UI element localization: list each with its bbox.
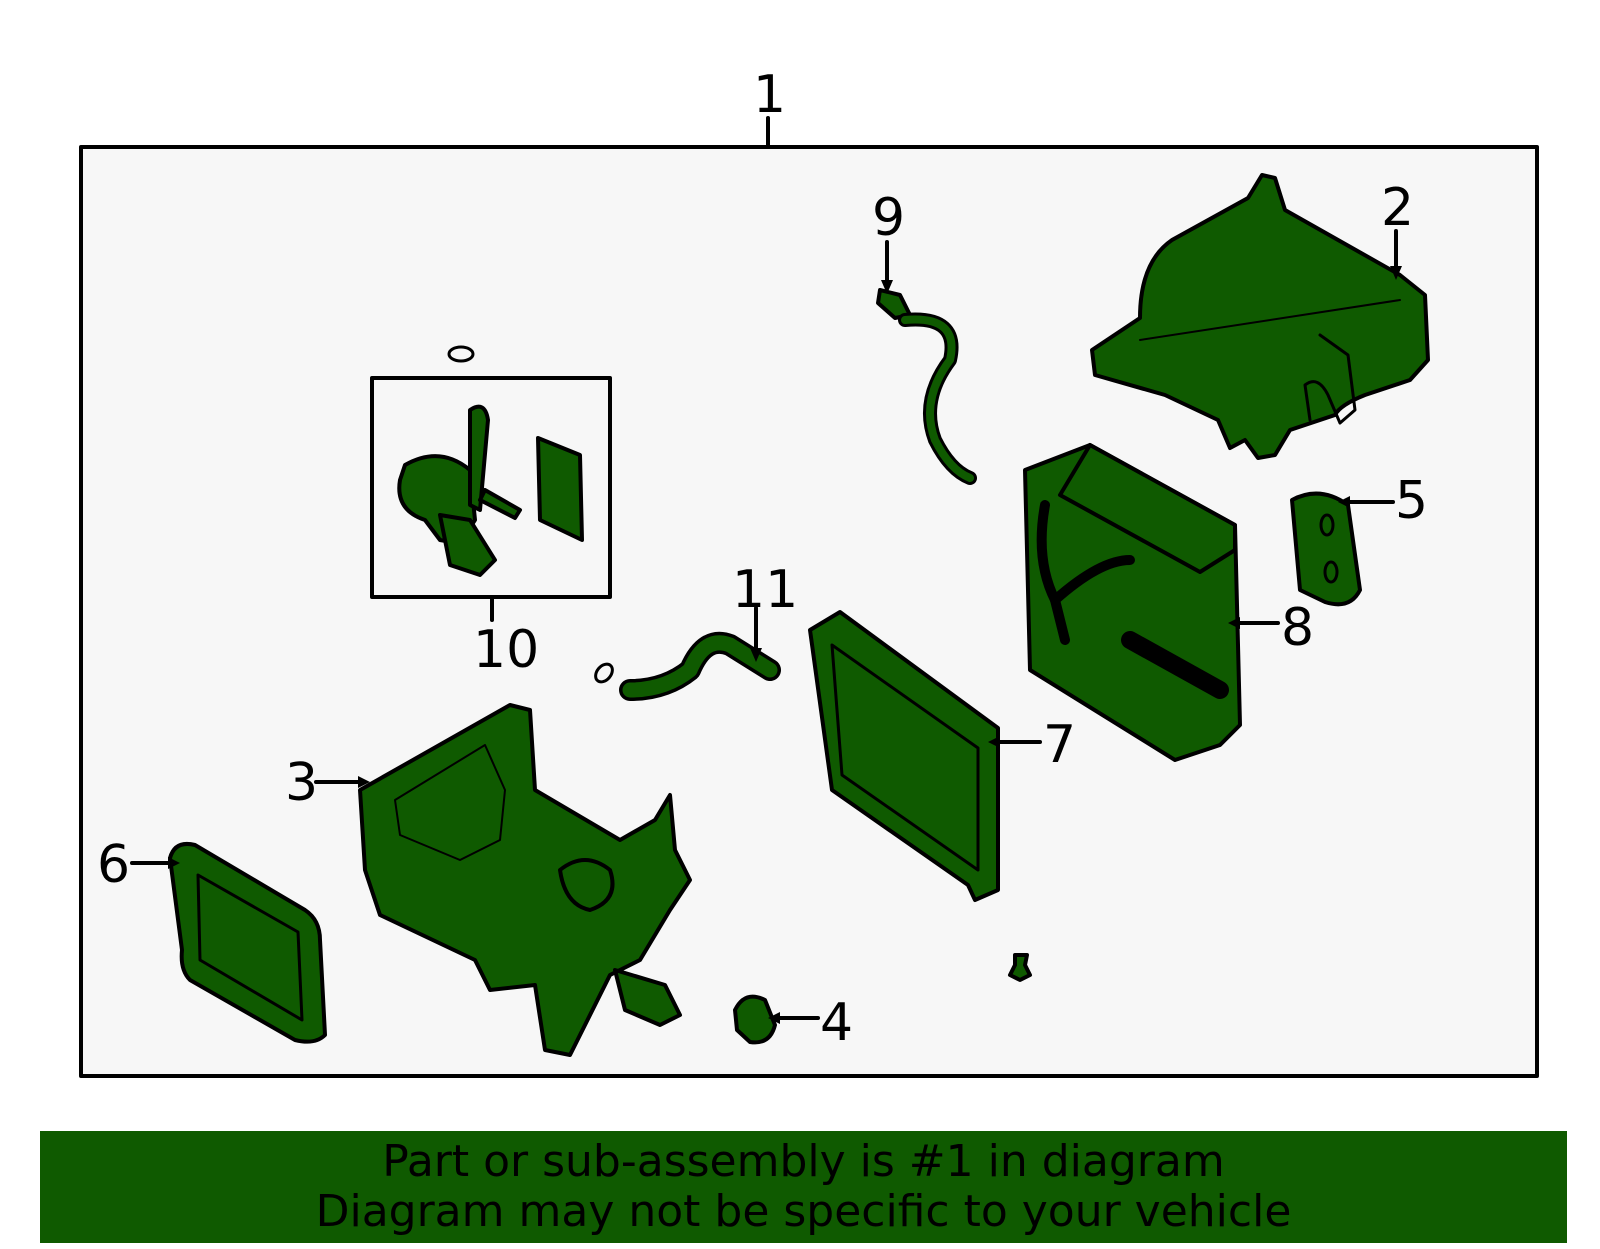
arrowhead-3	[358, 776, 370, 788]
callout-3: 3	[285, 753, 318, 813]
part-5-seal-pad[interactable]	[1290, 491, 1395, 607]
arrowhead-7	[988, 736, 1000, 748]
callout-8: 8	[1281, 598, 1314, 658]
arrowhead-8	[1228, 617, 1240, 629]
screw[interactable]	[1008, 953, 1032, 982]
part-3-lower-case[interactable]	[314, 703, 692, 1057]
callout-6: 6	[97, 835, 130, 895]
part-9-thermistor[interactable]	[876, 240, 977, 485]
part-4-grommet[interactable]	[733, 994, 820, 1045]
callout-7: 7	[1043, 715, 1076, 775]
callout-1: 1	[753, 65, 786, 125]
arrowhead-11	[750, 648, 762, 662]
part-8-evaporator-core[interactable]	[1023, 443, 1280, 762]
part-2-upper-case[interactable]	[1090, 173, 1430, 460]
callout-2: 2	[1381, 178, 1414, 238]
callout-5: 5	[1395, 471, 1428, 531]
banner-line-1: Part or sub-assembly is #1 in diagram	[382, 1136, 1225, 1187]
part-10-expansion-valve-kit[interactable]	[370, 345, 612, 622]
arrowhead-4	[768, 1012, 780, 1024]
banner-line-2: Diagram may not be specific to your vehi…	[315, 1186, 1292, 1237]
arrowhead-5	[1338, 496, 1350, 508]
part-6-air-filter[interactable]	[130, 841, 327, 1044]
callout-9: 9	[872, 188, 905, 248]
callout-4: 4	[820, 993, 853, 1053]
disclaimer-banner: Part or sub-assembly is #1 in diagram Di…	[40, 1131, 1567, 1243]
arrowhead-2	[1390, 266, 1402, 280]
part-11-drain-hose[interactable]	[592, 606, 781, 701]
arrowhead-6	[168, 857, 180, 869]
arrowhead-9	[881, 280, 893, 294]
callout-10: 10	[473, 620, 539, 680]
part-7-filter-frame[interactable]	[808, 610, 1042, 902]
callout-11: 11	[732, 560, 798, 620]
